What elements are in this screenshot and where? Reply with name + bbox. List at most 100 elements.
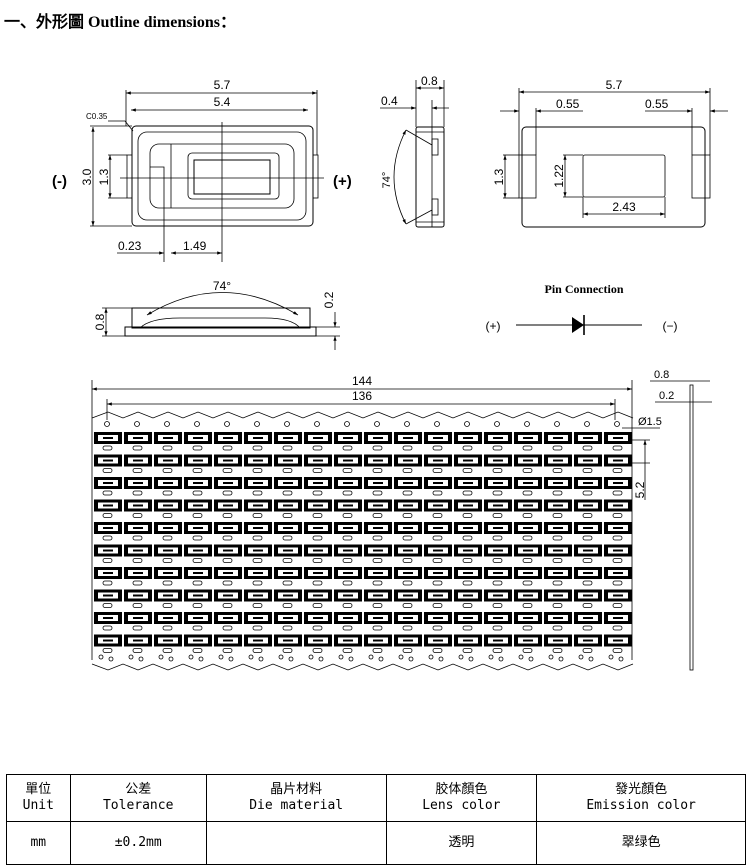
pocket-hole [522, 625, 533, 631]
pocket-hole [312, 490, 323, 496]
led-die [253, 437, 263, 439]
pocket-hole [462, 535, 473, 541]
led-die [343, 594, 353, 597]
sprocket-hole [284, 421, 290, 427]
led-die [253, 594, 263, 597]
pocket-hole [372, 580, 383, 586]
pocket-hole [192, 625, 203, 631]
led-die [583, 617, 593, 619]
led-die [223, 594, 233, 597]
led-die [463, 527, 473, 529]
led-die [283, 549, 293, 552]
led-die [283, 504, 293, 507]
led-die [373, 504, 383, 507]
led-die [313, 504, 323, 507]
led-die [613, 617, 623, 619]
pocket-hole [132, 625, 143, 631]
pocket-hole [462, 558, 473, 563]
pocket-hole [192, 558, 203, 563]
dim-1-22: 1.22 [552, 164, 566, 188]
led-die [523, 639, 533, 642]
sprocket-hole [404, 421, 410, 427]
dim-5-4: 5.4 [214, 95, 231, 109]
pocket-hole [552, 513, 563, 518]
bottom-view: 5.7 0.55 0.55 1.3 1.22 2.43 [492, 78, 728, 228]
led-die [103, 617, 113, 619]
led-die [613, 572, 623, 574]
pocket-hole [582, 625, 593, 631]
pocket-hole [222, 603, 233, 608]
pocket-hole [432, 490, 443, 496]
led-die [103, 527, 113, 529]
sprocket-hole [158, 654, 164, 660]
dim-144: 144 [352, 374, 372, 388]
sprocket-hole [338, 654, 344, 660]
pocket-hole [162, 513, 173, 518]
pocket-hole [312, 648, 323, 653]
led-die [583, 504, 593, 507]
led-die [613, 504, 623, 507]
sprocket-hole [608, 654, 614, 660]
led-die [373, 549, 383, 552]
sprocket-hole [554, 421, 560, 427]
pocket-hole [552, 625, 563, 631]
led-die [103, 437, 113, 439]
led-die [553, 459, 563, 462]
led-die [163, 504, 173, 507]
pin-connection: Pin Connection (+) (−) [486, 282, 678, 335]
led-die [313, 617, 323, 619]
pocket-hole [582, 513, 593, 518]
pocket-hole [582, 580, 593, 586]
led-die [373, 459, 383, 462]
led-die [583, 639, 593, 642]
led-die [463, 549, 473, 552]
led-die [493, 482, 503, 484]
led-die [193, 594, 203, 597]
sprocket-hole [458, 654, 464, 660]
pocket-hole [162, 580, 173, 586]
led-die [283, 639, 293, 642]
pocket-hole [342, 490, 353, 496]
pocket-hole [462, 490, 473, 496]
pocket-hole [552, 648, 563, 653]
pocket-hole [492, 535, 503, 541]
pocket-hole [372, 625, 383, 631]
led-die [283, 527, 293, 529]
pocket-hole [222, 648, 233, 653]
pocket-hole [282, 558, 293, 563]
pad-right [691, 154, 711, 199]
led-die [343, 482, 353, 484]
value-die-material [205, 821, 387, 865]
pocket-hole [582, 558, 593, 563]
pocket-hole [192, 648, 203, 653]
sprocket-hole [398, 654, 404, 660]
outline-drawing: 5.7 5.4 C0.35 3.0 1.3 (-) (+) 0.23 1.49 … [52, 74, 728, 671]
sprocket-hole [194, 421, 200, 427]
led-die [343, 572, 353, 574]
led-die [223, 639, 233, 642]
pocket-hole [342, 558, 353, 563]
pocket-hole [192, 580, 203, 586]
led-die [463, 594, 473, 597]
sprocket-hole [344, 421, 350, 427]
pocket-hole [612, 535, 623, 541]
pocket-hole [462, 445, 473, 451]
header-zh: 晶片材料 [270, 782, 323, 797]
sprocket-hole [584, 421, 590, 427]
pocket-hole [252, 445, 263, 451]
pocket-hole [582, 445, 593, 451]
led-die [373, 482, 383, 484]
led-die [403, 594, 413, 597]
pocket-hole [132, 648, 143, 653]
pocket-hole [282, 468, 293, 473]
led-die [553, 504, 563, 507]
header-en: Lens color [422, 798, 501, 813]
pocket-hole [132, 445, 143, 451]
led-die [523, 482, 533, 484]
pocket-hole [342, 580, 353, 586]
pocket-hole [582, 648, 593, 653]
dim-hole: Ø1.5 [638, 416, 662, 428]
sprocket-hole [428, 654, 434, 660]
led-die [133, 549, 143, 552]
